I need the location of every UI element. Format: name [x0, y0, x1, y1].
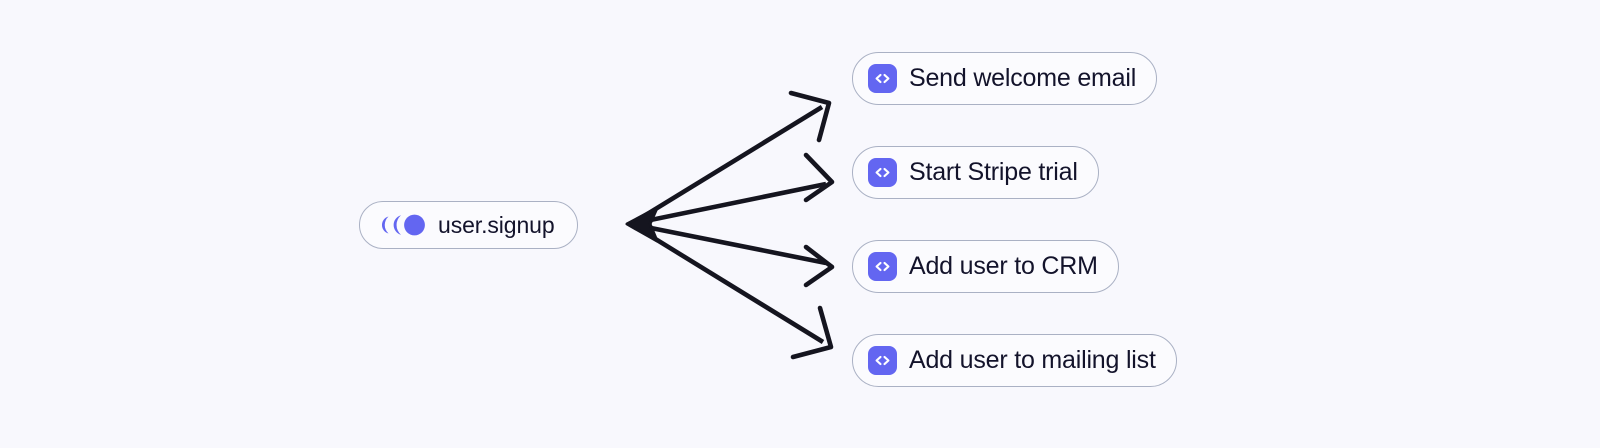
broadcast-icon — [380, 213, 426, 237]
edge-line-2 — [630, 221, 827, 266]
edge-line-1 — [630, 181, 827, 227]
action-node-3[interactable]: Add user to mailing list — [852, 334, 1177, 387]
code-icon — [868, 64, 897, 93]
action-node-1[interactable]: Start Stripe trial — [852, 146, 1099, 199]
action-label-1: Start Stripe trial — [909, 158, 1078, 186]
action-node-0[interactable]: Send welcome email — [852, 52, 1158, 105]
code-icon — [868, 158, 897, 187]
arrowhead-2 — [803, 244, 835, 288]
action-label-2: Add user to CRM — [909, 252, 1098, 280]
arrowhead-0 — [788, 90, 832, 143]
trigger-label: user.signup — [438, 211, 555, 238]
code-icon — [868, 252, 897, 281]
edge-line-0 — [629, 105, 824, 226]
code-icon — [868, 346, 897, 375]
action-label-0: Send welcome email — [909, 64, 1137, 92]
arrowhead-1 — [803, 152, 835, 203]
trigger-node[interactable]: user.signup — [359, 201, 578, 249]
edge-line-3 — [629, 222, 825, 344]
hub-arrowhead — [625, 206, 659, 243]
action-node-2[interactable]: Add user to CRM — [852, 240, 1119, 293]
action-label-3: Add user to mailing list — [909, 346, 1156, 374]
arrowhead-3 — [790, 305, 834, 360]
